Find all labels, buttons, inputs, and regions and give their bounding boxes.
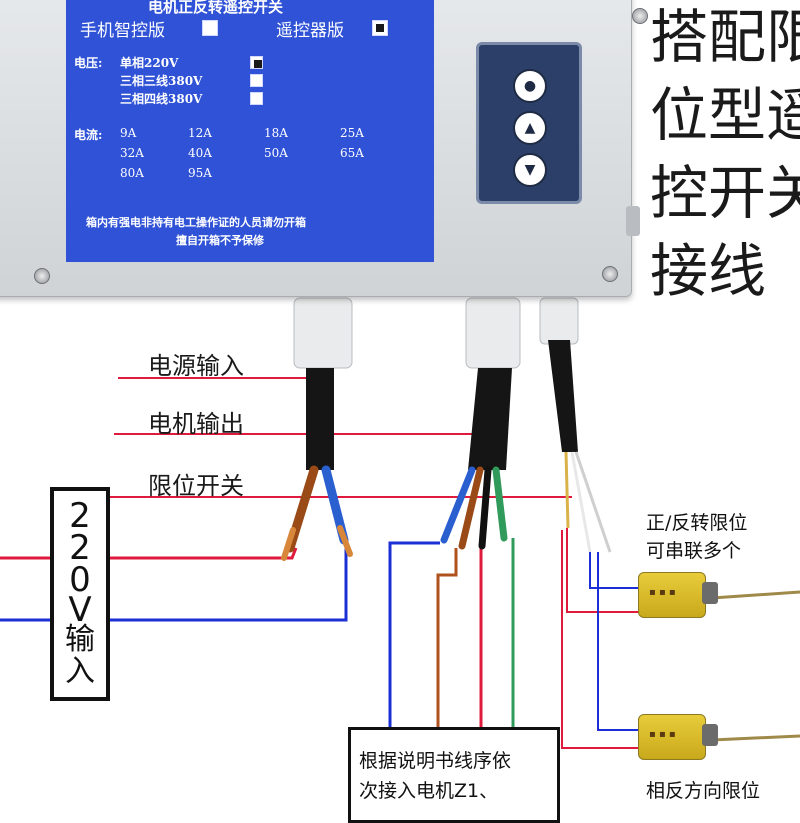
limit-core-1 bbox=[564, 451, 570, 529]
voltage-char: 入 bbox=[65, 654, 95, 689]
version-remote-checkbox bbox=[372, 20, 388, 36]
cable-gland-right bbox=[539, 297, 579, 345]
arrow-up-icon: ▲ bbox=[524, 120, 536, 136]
switch-mark: ▪ ▪ ▪ bbox=[649, 587, 676, 598]
switch-rod-top bbox=[711, 590, 800, 600]
circle-icon: ● bbox=[523, 78, 537, 94]
wiring-note-line-1: 根据说明书线序依 bbox=[359, 750, 512, 772]
voltage-checkbox bbox=[250, 92, 263, 105]
headline-block: 搭配限 位型遥 控开关 接线 bbox=[640, 0, 800, 320]
arrow-down-icon: ▼ bbox=[524, 162, 536, 178]
current-option: 95A bbox=[188, 166, 212, 180]
mount-bracket bbox=[626, 206, 640, 236]
version-remote: 遥控器版 bbox=[276, 21, 344, 41]
mount-screw-bottom-right bbox=[602, 266, 618, 282]
current-option: 18A bbox=[264, 126, 288, 140]
current-option: 40A bbox=[188, 146, 212, 160]
cable-gland-middle bbox=[465, 297, 521, 369]
current-option: 50A bbox=[264, 146, 288, 160]
limit-switch-top: ▪ ▪ ▪ bbox=[638, 572, 706, 618]
current-option: 65A bbox=[340, 146, 364, 160]
wiring-note-box: 根据说明书线序依 次接入电机Z1、 bbox=[348, 727, 560, 823]
motor-core-3 bbox=[478, 466, 492, 550]
current-label: 电流: bbox=[74, 128, 103, 142]
up-button[interactable]: ▲ bbox=[513, 111, 547, 145]
motor-core-1 bbox=[440, 466, 476, 544]
version-phone-checkbox bbox=[202, 20, 218, 36]
red-power-wire bbox=[0, 547, 298, 560]
mount-screw-top-right bbox=[632, 8, 648, 24]
motor-output-label: 电机输出 bbox=[148, 410, 244, 438]
limit-core-3 bbox=[574, 451, 612, 553]
voltage-char: 2 bbox=[69, 496, 91, 536]
current-option: 80A bbox=[120, 166, 144, 180]
limit-note-bottom: 相反方向限位 bbox=[646, 780, 761, 802]
headline-line: 位型遥 bbox=[650, 81, 800, 149]
limit-note-top-1: 正/反转限位 bbox=[646, 512, 748, 534]
limit-switch-top-actuator bbox=[702, 582, 718, 604]
remote-keypad: ● ▲ ▼ bbox=[476, 42, 582, 204]
limit-blue-wire-top bbox=[589, 552, 640, 589]
power-copper-right bbox=[337, 525, 353, 557]
mount-screw-bottom-left bbox=[34, 268, 50, 284]
voltage-checkbox bbox=[250, 56, 263, 69]
cable-gland-left bbox=[293, 297, 353, 369]
stop-button[interactable]: ● bbox=[513, 69, 547, 103]
motor-core-4 bbox=[492, 466, 508, 542]
limit-core-2 bbox=[570, 451, 592, 553]
power-input-label: 电源输入 bbox=[148, 352, 244, 380]
current-option: 12A bbox=[188, 126, 212, 140]
blue-power-wire bbox=[0, 548, 348, 622]
headline-line: 搭配限 bbox=[650, 3, 800, 71]
limit-note-top-2: 可串联多个 bbox=[646, 540, 742, 562]
current-option: 9A bbox=[120, 126, 137, 140]
warning-line-1: 箱内有强电非持有电工操作证的人员请勿开箱 bbox=[86, 216, 306, 229]
voltage-option: 单相220V bbox=[120, 56, 179, 70]
voltage-option: 三相三线380V bbox=[120, 74, 203, 88]
headline-line: 控开关 bbox=[650, 159, 800, 227]
motor-core-2 bbox=[458, 466, 484, 550]
wiring-diagram bbox=[0, 297, 800, 749]
switch-mark: ▪ ▪ ▪ bbox=[649, 729, 676, 740]
voltage-char: 输 bbox=[65, 622, 95, 657]
voltage-char: 2 bbox=[69, 528, 91, 568]
current-option: 32A bbox=[120, 146, 144, 160]
power-copper-left bbox=[281, 527, 296, 561]
motor-brown-wire bbox=[436, 548, 458, 730]
voltage-checkbox bbox=[250, 74, 263, 87]
headline-line: 接线 bbox=[650, 237, 767, 305]
down-button[interactable]: ▼ bbox=[513, 153, 547, 187]
current-option: 25A bbox=[340, 126, 364, 140]
limit-switch-bottom: ▪ ▪ ▪ bbox=[638, 714, 706, 760]
spec-label: 电机正反转遥控开关 手机智控版 遥控器版 电压: 单相220V 三相三线380V… bbox=[66, 0, 434, 262]
switch-rod-bottom bbox=[711, 734, 800, 742]
voltage-input-box: 2 2 0 V 输 入 bbox=[50, 487, 110, 701]
limit-blue-wire-bottom bbox=[597, 552, 640, 731]
version-phone: 手机智控版 bbox=[80, 21, 165, 41]
warning-line-2: 擅自开箱不予保修 bbox=[176, 234, 264, 247]
voltage-option: 三相四线380V bbox=[120, 92, 203, 106]
limit-red-wire-bottom bbox=[561, 530, 640, 749]
limit-switch-label: 限位开关 bbox=[148, 472, 244, 500]
power-cable bbox=[306, 368, 334, 470]
voltage-char: 0 bbox=[69, 560, 91, 600]
voltage-label: 电压: bbox=[74, 56, 103, 70]
motor-cable bbox=[468, 368, 512, 470]
wiring-note-line-2: 次接入电机Z1、 bbox=[359, 780, 499, 802]
label-title: 电机正反转遥控开关 bbox=[148, 0, 284, 16]
voltage-char: V bbox=[68, 590, 92, 630]
limit-switch-bottom-actuator bbox=[702, 724, 718, 746]
limit-red-wire bbox=[566, 528, 640, 613]
limit-cable bbox=[548, 340, 578, 452]
motor-blue-wire bbox=[388, 541, 440, 730]
